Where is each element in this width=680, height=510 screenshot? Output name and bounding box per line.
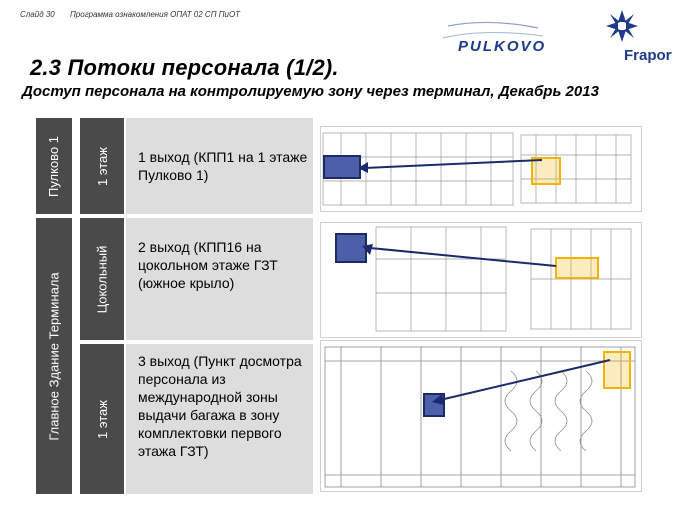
exit-1-arrow-icon — [358, 159, 543, 173]
exit-1-highlight — [531, 157, 561, 185]
floor-label-first-floor: 1 этаж — [80, 118, 124, 214]
exit-1-text: 1 выход (КПП1 на 1 этаже Пулково 1) — [138, 149, 308, 183]
floor-plan-basement — [320, 222, 642, 338]
exit-row-2: 2 выход (КПП16 на цокольном этаже ГЗТ (ю… — [126, 218, 313, 340]
exit-2-text: 2 выход (КПП16 на цокольном этаже ГЗТ (ю… — [138, 239, 278, 291]
exit-1-plan-marker — [323, 155, 361, 179]
floor-plan-first-floor-gzt — [320, 340, 642, 492]
svg-text:Fraport: Fraport — [624, 47, 672, 64]
floor-plan-drawing — [324, 346, 636, 488]
floor-plan-pulkovo1 — [320, 126, 642, 212]
exit-row-1: 1 выход (КПП1 на 1 этаже Пулково 1) — [126, 118, 313, 214]
pulkovo-logo: PULKOVO — [442, 21, 546, 55]
slide-number: Слайд 30 — [20, 10, 55, 19]
side-label-pulkovo1: Пулково 1 — [36, 118, 72, 214]
exit-3-text: 3 выход (Пункт досмотра персонала из меж… — [138, 353, 302, 459]
exit-row-3: 3 выход (Пункт досмотра персонала из меж… — [126, 344, 313, 494]
floor-label-first-floor-gzt: 1 этаж — [80, 344, 124, 494]
slide-title: 2.3 Потоки персонала (1/2). — [30, 55, 339, 80]
floor-label-basement: Цокольный — [80, 218, 124, 340]
svg-text:PULKOVO: PULKOVO — [458, 38, 546, 55]
program-title: Программа ознакомления ОПАТ 02 СП ПиОТ — [70, 10, 241, 19]
exit-3-arrow-icon — [432, 359, 611, 405]
exit-2-highlight — [555, 257, 599, 279]
fraport-logo: Fraport — [606, 10, 672, 64]
exit-2-arrow-icon — [362, 244, 557, 267]
side-label-main-terminal: Главное Здание Терминала — [36, 218, 72, 494]
slide-subtitle: Доступ персонала на контролируемую зону … — [22, 83, 599, 100]
floor-plan-drawing — [375, 226, 632, 332]
exit-3-highlight — [603, 351, 631, 389]
